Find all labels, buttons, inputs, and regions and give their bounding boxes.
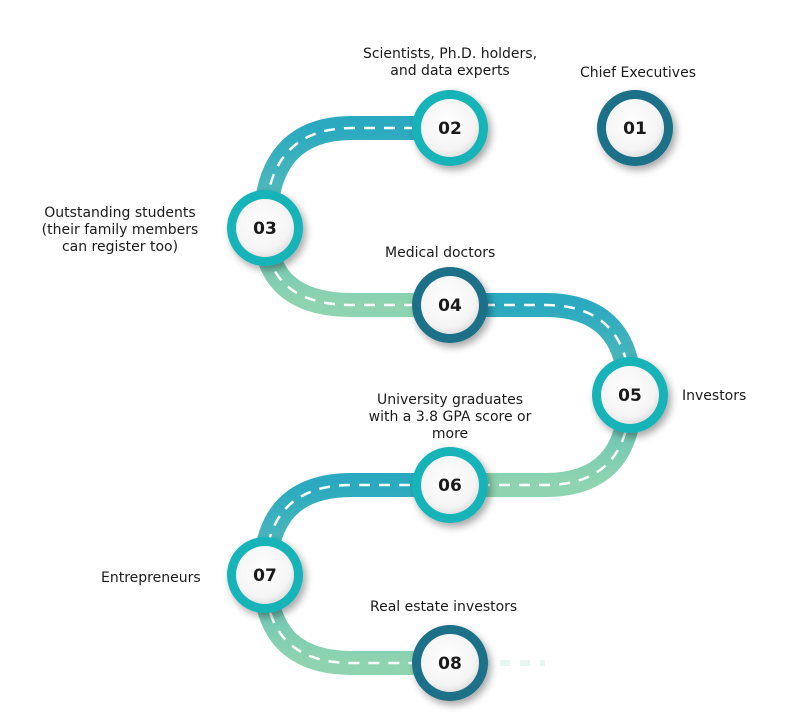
step-node-08 [412,625,488,701]
step-node-06 [412,447,488,523]
step-node-05 [592,357,668,433]
step-number-05: 05 [618,386,642,406]
step-label-07: Entrepreneurs [101,570,201,586]
step-label-08: Real estate investors [370,599,518,615]
step-number-02: 02 [438,119,462,139]
step-label-03: Outstanding students (their family membe… [41,205,199,255]
step-number-01: 01 [623,119,647,139]
step-number-07: 07 [253,566,277,586]
step-number-08: 08 [438,654,462,674]
step-node-02 [412,90,488,166]
step-node-07 [227,537,303,613]
step-number-03: 03 [253,219,277,239]
step-node-03 [227,190,303,266]
step-label-02: Scientists, Ph.D. holders, and data expe… [362,46,538,79]
step-label-04: Medical doctors [385,245,496,261]
step-node-04 [412,267,488,343]
step-label-01: Chief Executives [580,65,696,81]
step-number-04: 04 [438,296,462,316]
step-node-01 [597,90,673,166]
step-label-06: University graduates with a 3.8 GPA scor… [368,392,532,442]
step-number-06: 06 [438,476,462,496]
step-label-05: Investors [682,388,747,404]
